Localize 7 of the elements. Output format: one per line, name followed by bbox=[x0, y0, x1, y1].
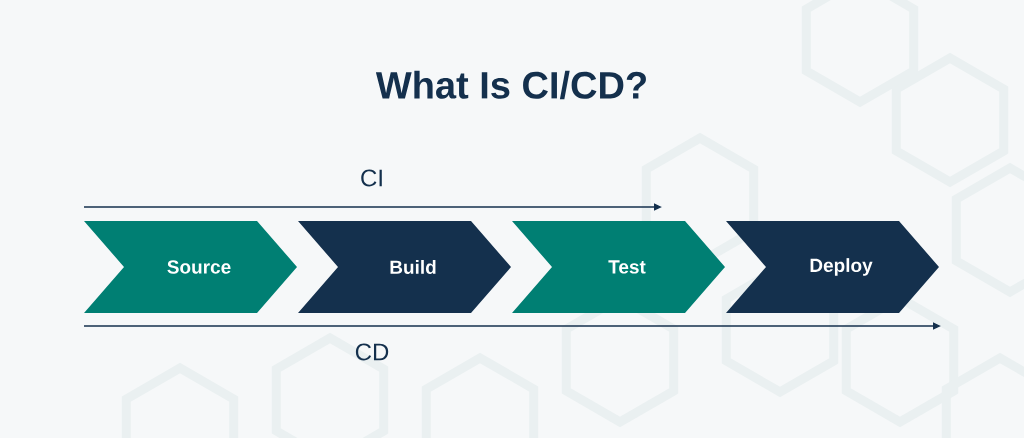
chevron-step: Source bbox=[84, 221, 297, 313]
span-label: CI bbox=[361, 169, 382, 187]
chevron-step: Test bbox=[512, 221, 725, 313]
title: What Is CI/CD? bbox=[375, 70, 646, 100]
chevron-step: Deploy bbox=[726, 221, 939, 313]
chevron-step: Build bbox=[298, 221, 511, 313]
span-label: CD bbox=[355, 343, 389, 361]
